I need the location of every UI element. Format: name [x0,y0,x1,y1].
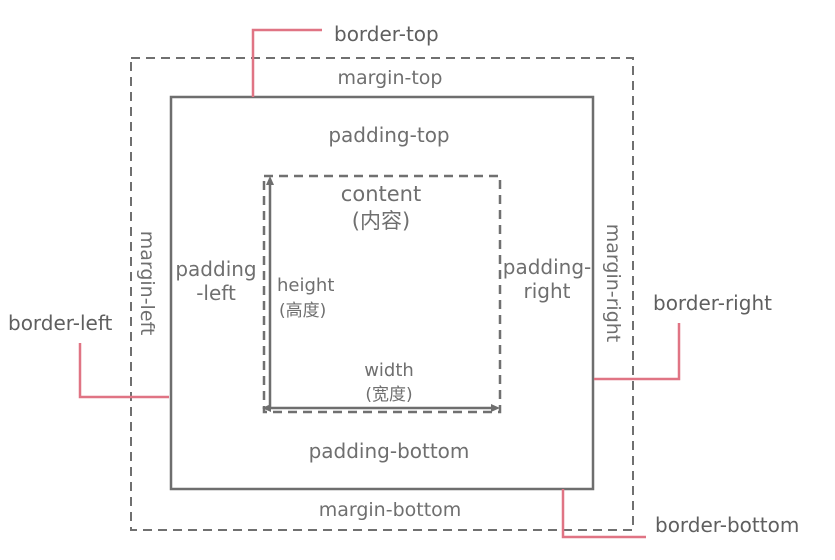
margin-bottom-label: margin-bottom [319,499,462,521]
border-right-label: border-right [653,291,772,315]
margin-right-label: margin-right [602,224,624,343]
padding-left-label-line2: -left [196,281,236,305]
content-label-line2: (内容) [352,209,410,233]
margin-left-label: margin-left [136,231,158,336]
content-box [262,174,502,414]
padding-left-label-line1: padding [175,257,256,281]
padding-right-label-line2: right [524,279,571,303]
border-bottom-label: border-bottom [655,513,799,537]
padding-bottom-label: padding-bottom [309,439,470,463]
border-top-label: border-top [334,22,439,46]
content-label-line1: content [341,182,421,206]
margin-box [130,57,634,531]
width-label-line2: (宽度) [365,385,412,405]
padding-right-label-line1: padding- [503,255,592,279]
border-bottom-leader [561,489,646,539]
height-label-line2: (高度) [279,301,326,321]
height-label-line1: height [277,275,334,296]
width-label-line1: width [364,360,414,381]
border-left-label: border-left [8,311,113,335]
padding-top-label: padding-top [328,123,449,147]
border-left-leader [78,343,169,399]
margin-top-label: margin-top [337,67,442,89]
border-top-leader [251,28,322,97]
border-right-leader [594,323,681,381]
border-box [169,95,595,491]
